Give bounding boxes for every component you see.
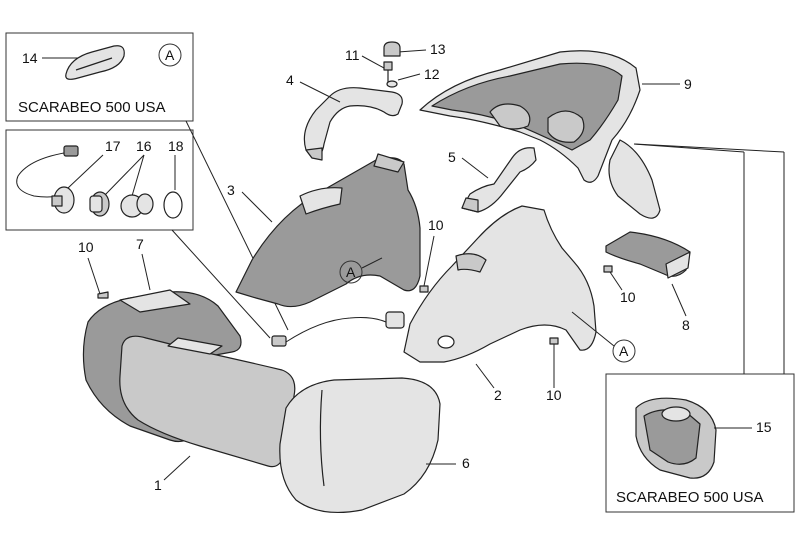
- inset-bottom-right-caption: SCARABEO 500 USA: [616, 489, 764, 506]
- ref-circle-a-top: [158, 43, 182, 67]
- screw-icon-a: [97, 291, 109, 299]
- inset-left-mid: 17 16 18: [5, 129, 194, 231]
- callout-5: 5: [448, 149, 456, 165]
- gasket-ring-icon: [163, 191, 183, 219]
- screw-icon-d: [603, 265, 613, 273]
- inset-top-left-caption: SCARABEO 500 USA: [18, 99, 166, 116]
- callout-8: 8: [682, 317, 690, 333]
- callout-16: 16: [136, 138, 152, 154]
- license-plate-bracket-icon: [635, 397, 717, 479]
- callout-4: 4: [286, 72, 294, 88]
- callout-11: 11: [345, 47, 360, 63]
- side-fairing-part-6: [279, 377, 441, 514]
- grab-handle-part-5: [461, 147, 537, 213]
- grab-handle-part-4: [303, 87, 403, 161]
- side-panel-part-2: [403, 205, 597, 363]
- callout-10-b: 10: [428, 217, 444, 233]
- callout-1: 1: [154, 477, 162, 493]
- inset-bottom-right: 15 SCARABEO 500 USA: [605, 373, 795, 513]
- screw-icon-c: [549, 337, 559, 345]
- bulb-holder-icon: [89, 191, 154, 218]
- callout-13: 13: [430, 41, 446, 57]
- callout-10-c: 10: [546, 387, 562, 403]
- callout-2: 2: [494, 387, 502, 403]
- callout-7: 7: [136, 236, 144, 252]
- ref-circle-a-left: [339, 260, 363, 284]
- ref-label-a-left: A: [346, 264, 356, 280]
- rubber-cap-icon: [383, 41, 401, 57]
- ref-label-a-top: A: [165, 47, 175, 63]
- front-cover-part-1: [119, 335, 296, 468]
- inset-bottom-right-frame: [605, 373, 795, 513]
- ref-label-a-right: A: [619, 343, 629, 359]
- callout-12: 12: [424, 66, 440, 82]
- side-panel-part-3: [235, 153, 421, 308]
- bulb-socket-wire-icon: [16, 145, 79, 214]
- inset-top-left: 14 A SCARABEO 500 USA: [5, 32, 194, 122]
- rear-cover-part-9: [419, 50, 661, 219]
- callout-14: 14: [22, 50, 38, 66]
- inset-left-mid-frame: [5, 129, 194, 231]
- washer-icon: [386, 80, 398, 88]
- callout-17: 17: [105, 138, 121, 154]
- bracket-part-8: [605, 231, 691, 279]
- license-light-lens-icon: [65, 45, 125, 80]
- wire-harness-icon: [271, 311, 405, 347]
- callout-3: 3: [227, 182, 235, 198]
- callout-10-d: 10: [620, 289, 636, 305]
- callout-15: 15: [756, 419, 772, 435]
- callout-6: 6: [462, 455, 470, 471]
- callout-9: 9: [684, 76, 692, 92]
- inset-top-left-frame: [5, 32, 194, 122]
- screw-icon-b: [419, 285, 429, 293]
- ref-circle-a-right: [612, 339, 636, 363]
- callout-10-a: 10: [78, 239, 94, 255]
- callout-18: 18: [168, 138, 184, 154]
